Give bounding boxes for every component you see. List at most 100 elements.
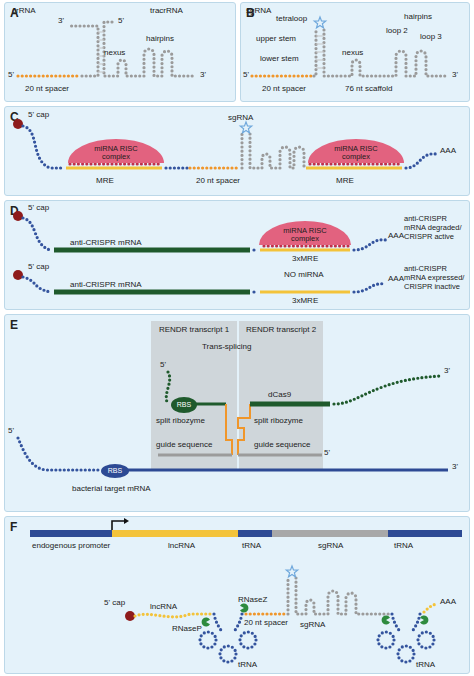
annotation-label: 5' [160,360,166,369]
rbs-node: RBS [171,397,197,413]
polya-tail [354,284,386,292]
annotation-label: 3xMRE [292,254,318,263]
trna-loop [240,632,256,648]
annotation-label: 3' [200,70,206,79]
annotation-label: MRE [336,176,354,185]
tracrrna-strand [104,22,196,76]
annotation-label: loop 2 [386,26,408,35]
polya-tail [424,604,438,612]
annotation-label: AAA [440,146,456,155]
annotation-label: anti-CRISPR mRNA degraded/ CRISPR active [404,214,468,241]
annotation-label: 5' [8,426,14,435]
rnasez-symbol [240,604,248,613]
annotation-label: 5' [324,448,330,457]
tetraloop-star [240,122,251,133]
gene-segment [30,530,112,537]
annotation-label: loop 3 [420,32,442,41]
polya-tail [406,154,436,168]
crrna-repeat [70,26,98,76]
rendr-strand [166,372,169,404]
annotation-label: 3' [58,16,64,25]
gene-segment [272,530,388,537]
panel-label: F [10,520,17,534]
annotation-label: 3xMRE [292,296,318,305]
annotation-label: lncRNA [150,602,177,611]
annotation-label: 5' [243,70,249,79]
annotation-label: tRNA [394,541,413,550]
rbs-label: RBS [101,467,129,475]
risc-label: miRNA RISC complex [327,145,385,161]
split-ribozyme [238,404,250,455]
promoter-arrow [112,521,124,530]
polya-tail [354,240,386,250]
annotation-label: NO miRNA [284,270,324,279]
trna-stem [392,614,420,632]
annotation-label: 20 nt spacer [244,618,288,627]
sgrna-scaffold [314,30,446,76]
risc-shape [68,139,164,163]
mrna-strand [23,277,50,292]
annotation-label: crRNA [12,6,36,15]
promoter-arrowhead [124,518,129,524]
mre-site [66,167,162,170]
cap-symbol [13,211,23,221]
annotation-label: sgRNA [318,541,343,550]
annotation-label: upper stem [256,34,296,43]
annotation-label: anti-CRISPR mRNA [70,280,142,289]
risc-label: miRNA RISC complex [276,227,334,243]
annotation-label: 5' cap [28,110,49,119]
annotation-label: nexus [104,48,125,57]
annotation-label: RNaseP [172,624,202,633]
annotation-label: sgRNA [300,620,325,629]
panel-label: D [10,204,19,218]
panel-node: ERENDR transcript 1RBSRENDR transcript 2… [4,314,470,512]
annotation-label: AAA [440,597,456,606]
mirna-strand [70,162,160,165]
annotation-label: 5' cap [28,203,49,212]
annotation-label: 5' [118,16,124,25]
panel-label: B [246,6,255,20]
annotation-label: tRNA [242,541,261,550]
risc-label: miRNA RISC complex [87,145,145,161]
tetraloop-star [286,566,297,577]
mre-site [260,249,350,252]
annotation-label: 20 nt spacer [196,176,240,185]
dcas9-cds [250,402,330,407]
mrna-strand [254,290,258,293]
annotation-label: 5' cap [104,598,125,607]
trna-loop [418,632,434,648]
annotation-label: 20 nt spacer [262,84,306,93]
annotation-label: AAA [388,231,404,240]
cap-symbol [125,611,135,621]
rendr-strand [196,403,226,406]
rnasez-symbol [420,616,428,625]
trna-loop [378,632,394,648]
gene-segment [112,530,238,537]
target-mrna [18,438,98,470]
mre-site [260,291,350,294]
mirna-strand [264,244,348,247]
panel-node: F [4,516,470,674]
split-ribozyme [226,404,232,455]
mrna-strand [254,248,258,251]
panel-node: A [4,2,236,102]
rendr-node: RENDR transcript 2 [239,321,323,471]
annotation-label: 20 nt spacer [25,84,69,93]
annotation-label: tracrRNA [150,6,183,15]
annotation-label: 5' [8,70,14,79]
annotation-label: split ribozyme [254,416,303,425]
annotation-label: guide sequence [156,440,213,449]
annotation-label: MRE [96,176,114,185]
trna-loop [398,646,414,662]
rendr-node: RENDR transcript 1RBS [151,321,237,471]
annotation-label: hairpins [404,12,432,21]
annotation-label: lower stem [260,54,299,63]
risc-node: miRNA RISC complex [308,139,404,163]
rbs-label: RBS [171,401,197,409]
annotation-label: sgRNA [228,113,253,122]
annotation-label: hairpins [146,34,174,43]
mrna-strand [166,166,188,169]
sgrna-scaffold [288,578,390,614]
